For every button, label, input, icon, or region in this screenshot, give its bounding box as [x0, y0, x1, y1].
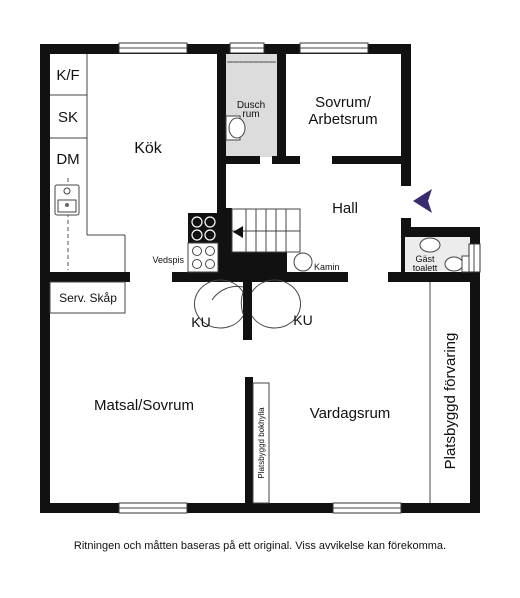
closet-doors [194, 279, 301, 329]
label-bedroom-2: Arbetsrum [308, 111, 377, 128]
interior-walls [50, 44, 480, 505]
service-cabinet [49, 281, 126, 314]
guest-toilet-fixtures [419, 237, 470, 273]
label-sk: SK [58, 109, 78, 126]
label-bedroom-1: Sovrum/ [315, 94, 372, 111]
label-kitchen: Kök [134, 140, 163, 157]
label-ku-left: KU [191, 314, 210, 330]
label-ku-right: KU [293, 312, 312, 328]
label-vedspis: Vedspis [152, 255, 184, 265]
label-hall: Hall [332, 200, 358, 217]
floor-plan: K/F SK DM Kök Dusch rum Sovrum/ Arbetsru… [40, 42, 481, 514]
entrance-arrow-icon [413, 189, 432, 213]
windows [118, 42, 481, 514]
stove-icon [188, 213, 218, 243]
bookshelf [252, 382, 270, 504]
label-service-cabinet: Serv. Skåp [59, 291, 117, 305]
label-storage: Platsbyggd förvaring [442, 333, 459, 470]
wood-stove-icon [187, 242, 219, 273]
fireplace-icon [293, 252, 313, 272]
shower-fixtures [225, 61, 276, 141]
disclaimer-note: Ritningen och måtten baseras på ett orig… [73, 540, 447, 552]
room-labels: K/F SK DM Kök Dusch rum Sovrum/ Arbetsru… [56, 67, 459, 479]
label-shower-1: Dusch [237, 100, 265, 111]
label-guest-1: Gäst [415, 254, 435, 264]
label-dm: DM [56, 151, 79, 168]
label-kamin: Kamin [314, 262, 340, 272]
label-shower-2: rum [242, 109, 259, 120]
label-guest-2: toalett [413, 263, 438, 273]
label-living: Vardagsrum [310, 405, 391, 422]
label-bookshelf: Platsbyggd bokhylla [257, 407, 266, 479]
label-kf: K/F [56, 67, 79, 84]
label-dining: Matsal/Sovrum [94, 397, 194, 414]
staircase [231, 208, 301, 253]
kitchen-sink-icon [54, 184, 80, 216]
